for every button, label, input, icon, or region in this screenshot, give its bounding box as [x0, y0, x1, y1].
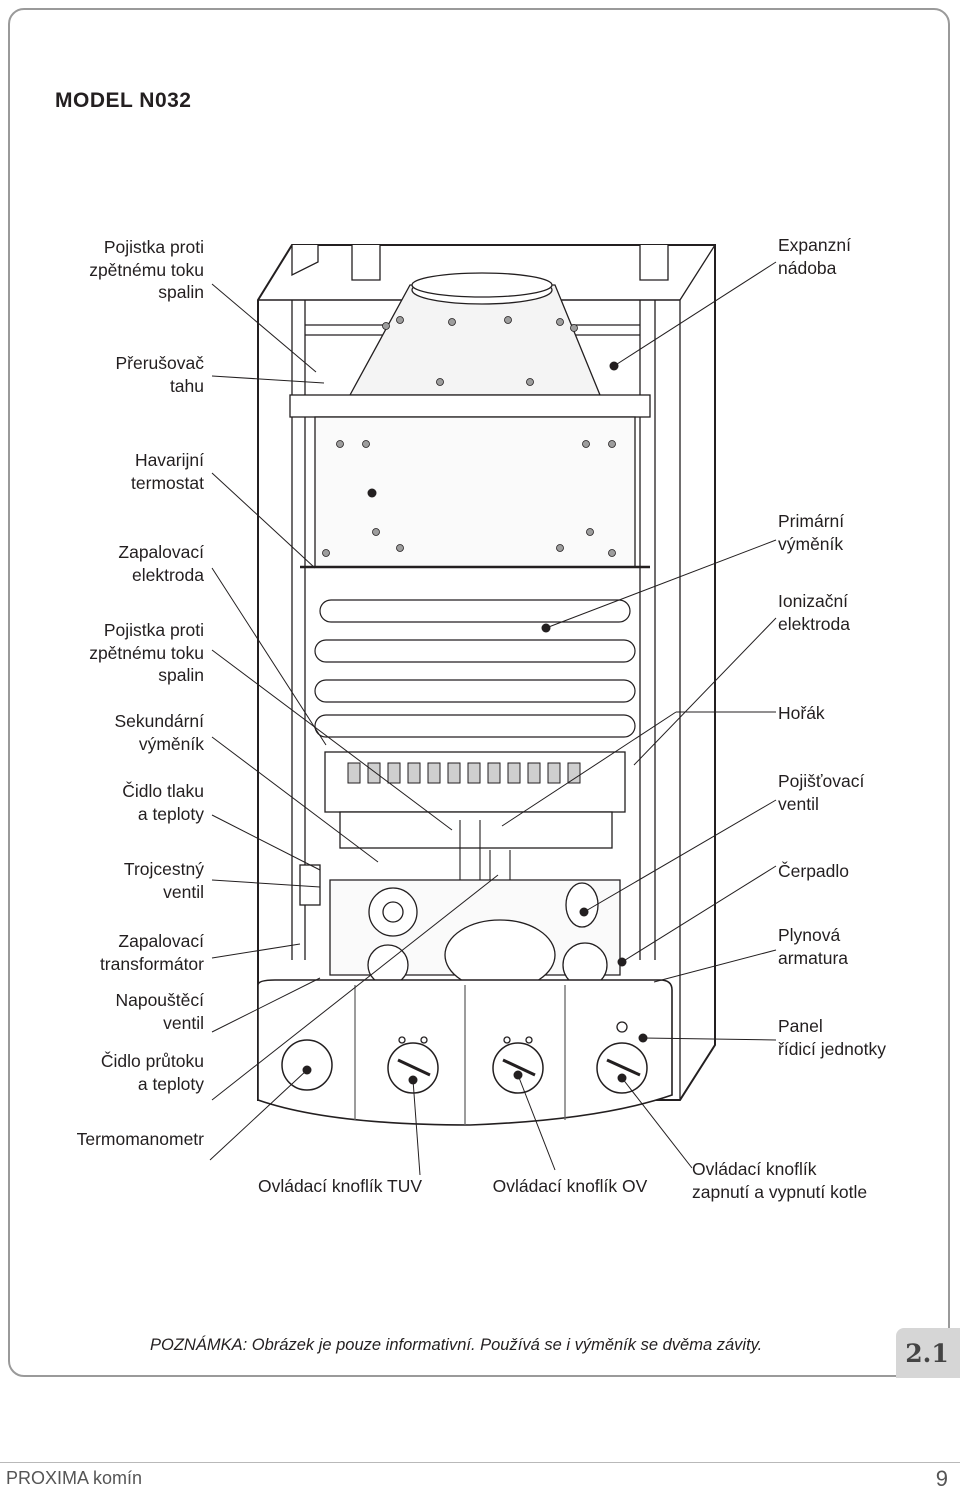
label-plynova-armatura: Plynová armatura [778, 925, 849, 968]
label-zapalovaci-transformator: Zapalovací transformátor [99, 931, 204, 974]
label-cidlo-tlaku: Čidlo tlaku a teploty [122, 781, 204, 824]
label-knoflik-ov: Ovládací knoflík OV [492, 1176, 648, 1196]
label-sekundarni-vymenik: Sekundární výměník [114, 711, 204, 754]
figure-note: POZNÁMKA: Obrázek je pouze informativní.… [150, 1336, 763, 1354]
figure-number-tab [896, 1328, 960, 1378]
label-knoflik-zapnuti: Ovládací knoflík zapnutí a vypnutí kotle [692, 1159, 868, 1202]
footer-title: PROXIMA komín [6, 1468, 143, 1488]
figure-frame [8, 8, 950, 1377]
heat-exchanger-tubes [314, 599, 636, 738]
label-zapalovaci-elektroda: Zapalovací elektroda [118, 542, 204, 585]
label-cerpadlo: Čerpadlo [778, 861, 850, 881]
label-havarijni-termostat: Havarijní termostat [131, 450, 204, 493]
label-panel-ridici-jednotky: Panel řídicí jednotky [778, 1016, 886, 1059]
label-pojistka-proti-zpetnemu-toku-2: Pojistka proti zpětnému toku spalin [89, 620, 204, 685]
combustion-chamber [314, 416, 636, 568]
label-termomanometr: Termomanometr [76, 1129, 204, 1149]
label-horak: Hořák [778, 703, 825, 723]
label-pojistovaci-ventil: Pojišťovací ventil [778, 771, 865, 814]
figure-number: 2.1 [905, 1339, 949, 1368]
thermomanometer-dial [281, 1039, 333, 1091]
label-prerusovac-tahu: Přerušovač tahu [115, 353, 204, 396]
label-primarni-vymenik: Primární výměník [778, 511, 845, 554]
label-expanzni-nadoba: Expanzní nádoba [778, 235, 851, 278]
mount-tab-right [639, 245, 669, 281]
label-cidlo-prutoku: Čidlo průtoku a teploty [100, 1051, 204, 1094]
label-pojistka-proti-zpetnemu-toku-1: Pojistka proti zpětnému toku spalin [89, 237, 204, 302]
label-napousteci-ventil: Napouštěcí ventil [115, 990, 204, 1033]
footer-divider [0, 1462, 960, 1463]
mount-tab-left [351, 245, 381, 281]
label-trojcestny-ventil: Trojcestný ventil [123, 859, 204, 902]
burner-ports [347, 762, 581, 784]
page-number: 9 [935, 1466, 948, 1491]
label-knoflik-tuv: Ovládací knoflík TUV [257, 1176, 423, 1196]
label-ionizacni-elektroda: Ionizační elektroda [778, 591, 850, 634]
page-title: MODEL N032 [55, 89, 192, 112]
